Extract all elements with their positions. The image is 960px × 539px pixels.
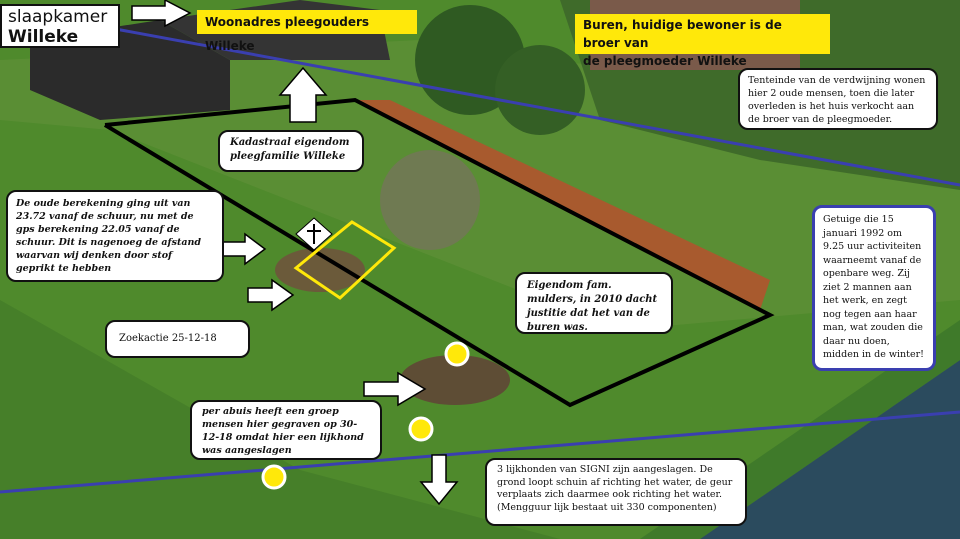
bedroom-label: slaapkamer Willeke xyxy=(0,4,120,48)
property-outline xyxy=(103,97,775,408)
search-area-marker xyxy=(293,220,397,300)
cadastral-label: Kadastraal eigendom pleegfamilie Willeke xyxy=(218,130,364,172)
arrow-right-icon xyxy=(219,232,267,266)
mulders-property-note: Eigendom fam. mulders, in 2010 dacht jus… xyxy=(515,272,673,334)
arrow-right-icon xyxy=(131,0,192,28)
witness-note: Getuige die 15 januari 1992 om 9.25 uur … xyxy=(812,205,936,371)
neighbours-label: Buren, huidige bewoner is de broer van d… xyxy=(575,14,830,68)
search-action-text: Zoekactie 25-12-18 xyxy=(119,333,217,344)
witness-text: Getuige die 15 januari 1992 om 9.25 uur … xyxy=(823,214,924,360)
calculation-note: De oude berekening ging uit van 23.72 va… xyxy=(6,190,224,282)
blue-sightline xyxy=(109,26,960,187)
dogs-text: 3 lijkhonden van SIGNI zijn aangeslagen.… xyxy=(497,464,733,513)
marker-dot-icon xyxy=(444,341,470,367)
bedroom-line2: Willeke xyxy=(8,27,79,47)
marker-dot-icon xyxy=(408,416,434,442)
tree xyxy=(380,150,480,250)
arrow-down-icon xyxy=(419,454,459,506)
cross-icon xyxy=(295,217,333,251)
dig-spot xyxy=(275,248,365,292)
search-action-label: Zoekactie 25-12-18 xyxy=(105,320,250,358)
calculation-text: De oude berekening ging uit van 23.72 va… xyxy=(16,198,202,274)
bedroom-line1: slaapkamer xyxy=(8,7,108,27)
foster-address-label: Woonadres pleegouders Willeke xyxy=(197,10,417,53)
blue-sightline xyxy=(0,410,960,494)
foster-address-text: Woonadres pleegouders Willeke xyxy=(205,15,370,53)
cadastral-line2: pleegfamilie Willeke xyxy=(230,151,346,162)
neighbours-line2: de pleegmoeder Willeke xyxy=(583,54,747,68)
tree xyxy=(495,45,585,135)
mulders-text: Eigendom fam. mulders, in 2010 dacht jus… xyxy=(527,280,658,333)
neighbours-line1: Buren, huidige bewoner is de broer van xyxy=(583,18,782,50)
arrow-right-icon xyxy=(363,371,427,407)
elderly-text: Tenteinde van de verdwijning wonen hier … xyxy=(748,75,926,125)
elderly-residents-note: Tenteinde van de verdwijning wonen hier … xyxy=(738,68,938,130)
arrow-up-icon xyxy=(278,66,328,123)
cadastral-line1: Kadastraal eigendom xyxy=(230,137,350,148)
cadaver-dogs-note: 3 lijkhonden van SIGNI zijn aangeslagen.… xyxy=(485,458,747,526)
mistaken-dig-note: per abuis heeft een groep mensen hier ge… xyxy=(190,400,382,460)
marker-dot-icon xyxy=(261,464,287,490)
arrow-right-icon xyxy=(247,278,295,312)
mistake-text: per abuis heeft een groep mensen hier ge… xyxy=(202,406,364,456)
dig-spot xyxy=(400,355,510,405)
